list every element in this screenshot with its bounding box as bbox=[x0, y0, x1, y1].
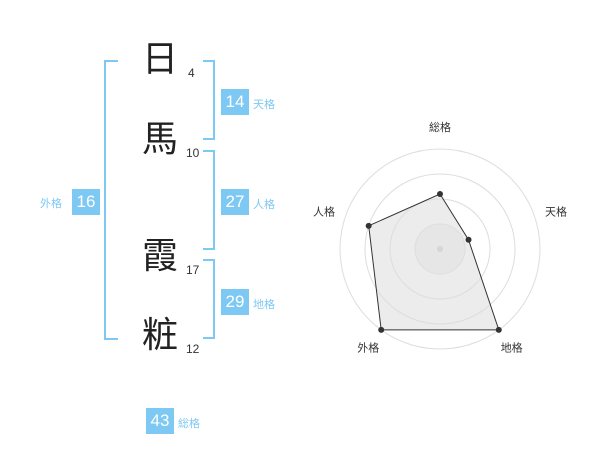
radar-point-0 bbox=[437, 191, 443, 197]
radar-point-4 bbox=[365, 222, 372, 229]
radar-axis-label-3: 外格 bbox=[357, 341, 379, 355]
radar-point-2 bbox=[495, 326, 502, 333]
radar-series-polygon bbox=[368, 193, 500, 331]
jinkaku-value: 27 bbox=[221, 189, 249, 215]
jinkaku-label: 人格 bbox=[253, 198, 275, 211]
chikaku-value: 29 bbox=[221, 289, 249, 315]
name-char-1: 日 bbox=[142, 39, 179, 80]
radar-point-3 bbox=[378, 326, 385, 333]
name-char-4-strokes: 12 bbox=[186, 342, 200, 356]
gaikaku-value: 16 bbox=[72, 189, 100, 215]
gaikaku-label: 外格 bbox=[40, 197, 62, 210]
name-char-3: 霞 bbox=[142, 236, 179, 277]
radar-point-1 bbox=[465, 236, 472, 243]
radar-axis-label-4: 人格 bbox=[313, 204, 335, 218]
name-char-2-strokes: 10 bbox=[186, 146, 200, 160]
radar-ring-4 bbox=[339, 148, 541, 350]
name-char-3-strokes: 17 bbox=[186, 263, 200, 277]
radar-axis-label-0: 総格 bbox=[429, 120, 451, 134]
tenkaku-label: 天格 bbox=[253, 98, 275, 111]
soukaku-value: 43 bbox=[146, 408, 174, 434]
tenkaku-value: 14 bbox=[221, 89, 249, 115]
name-char-2: 馬 bbox=[142, 119, 179, 160]
soukaku-label: 総格 bbox=[178, 417, 200, 430]
tenkaku-bracket bbox=[203, 60, 215, 140]
chikaku-bracket bbox=[203, 259, 215, 339]
gaikaku-bracket bbox=[104, 60, 118, 340]
name-char-1-strokes: 4 bbox=[188, 66, 195, 80]
radar-axis-label-2: 地格 bbox=[501, 341, 523, 355]
chikaku-label: 地格 bbox=[253, 298, 275, 311]
jinkaku-bracket bbox=[203, 150, 215, 250]
radar-axis-label-1: 天格 bbox=[545, 204, 567, 218]
name-char-4: 粧 bbox=[142, 315, 179, 356]
